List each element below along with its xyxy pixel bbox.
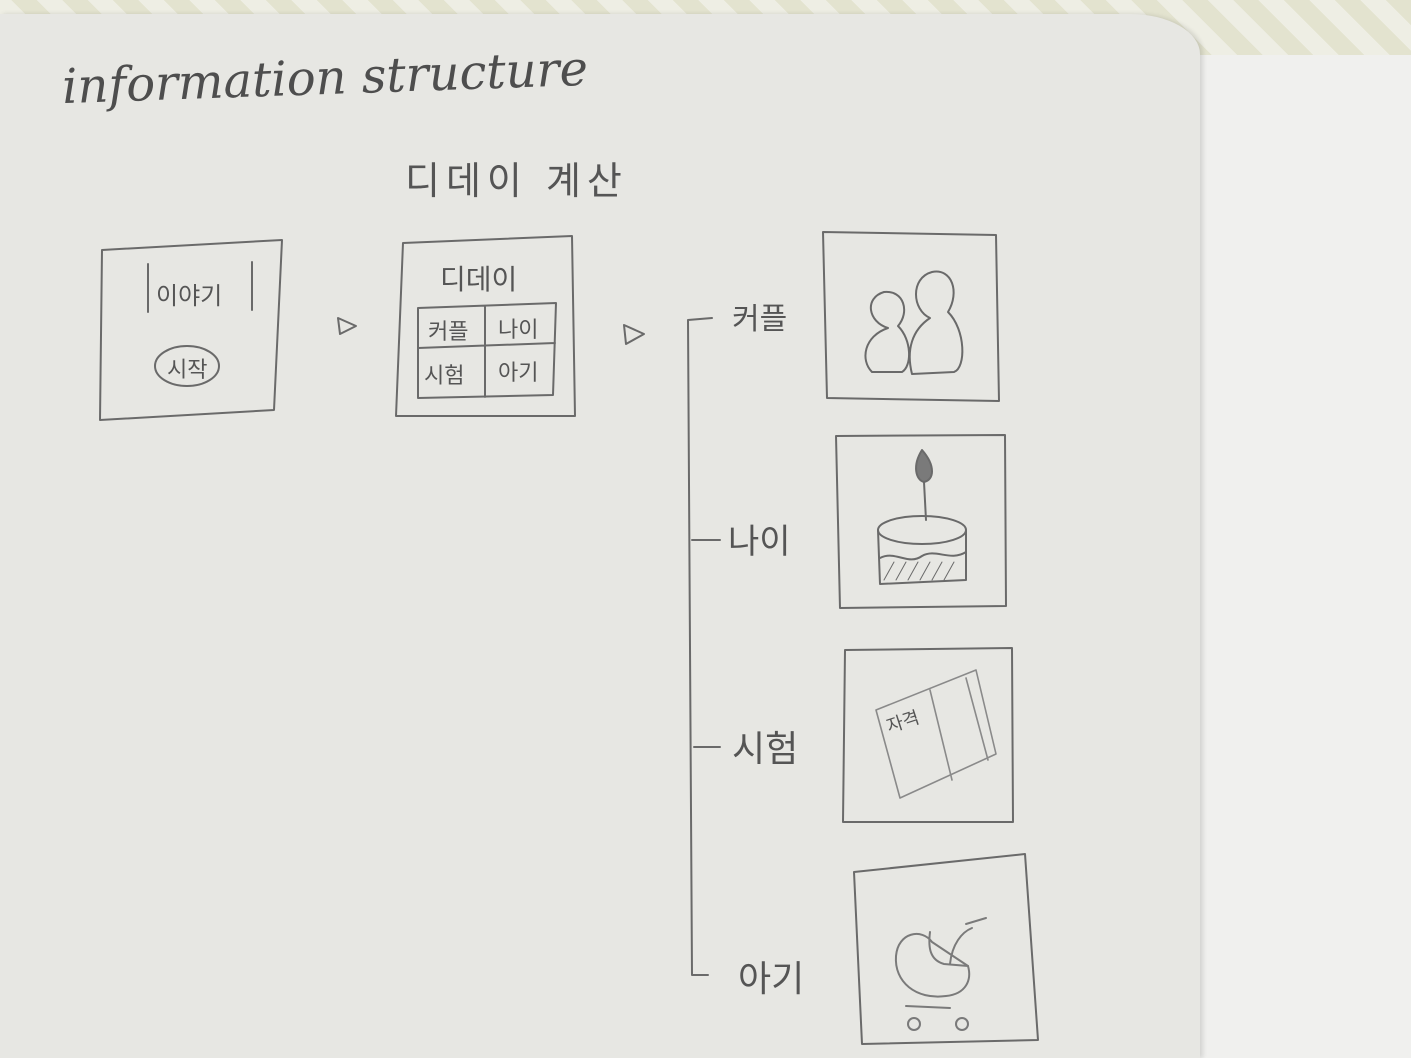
baby-stroller-icon xyxy=(894,917,987,1031)
card-frame-exam xyxy=(842,647,1014,823)
tree-connector xyxy=(687,317,721,976)
menu-cell-exam[interactable]: 시험 xyxy=(424,364,465,389)
branch-label-exam: 시험 xyxy=(732,729,799,770)
section-heading: 디데이 계산 xyxy=(405,159,628,203)
card-frame-age xyxy=(835,434,1007,609)
intro-label-box xyxy=(147,261,253,313)
birthday-cake-icon xyxy=(877,449,967,585)
branch-label-baby: 아기 xyxy=(738,959,805,1000)
menu-grid xyxy=(417,302,557,399)
menu-cell-couple[interactable]: 커플 xyxy=(428,320,469,345)
intro-story-label: 이야기 xyxy=(156,282,223,310)
start-button-label[interactable]: 시작 xyxy=(167,358,208,383)
menu-screen-frame xyxy=(395,235,576,417)
branch-label-couple: 커플 xyxy=(732,302,788,337)
card-frame-baby xyxy=(853,853,1039,1045)
notebook-left-page xyxy=(0,14,1200,1058)
arrow-icon xyxy=(337,317,357,335)
menu-title: 디데이 xyxy=(440,263,518,296)
menu-cell-age[interactable]: 나이 xyxy=(498,318,539,343)
branch-label-age: 나이 xyxy=(728,522,791,562)
couple-icon xyxy=(864,270,964,375)
arrow-icon xyxy=(623,324,645,345)
intro-screen-frame xyxy=(99,239,283,421)
card-frame-couple xyxy=(822,231,1000,402)
menu-cell-baby[interactable]: 아기 xyxy=(498,361,539,386)
start-button-outline xyxy=(154,345,220,387)
certificate-icon xyxy=(875,669,997,799)
